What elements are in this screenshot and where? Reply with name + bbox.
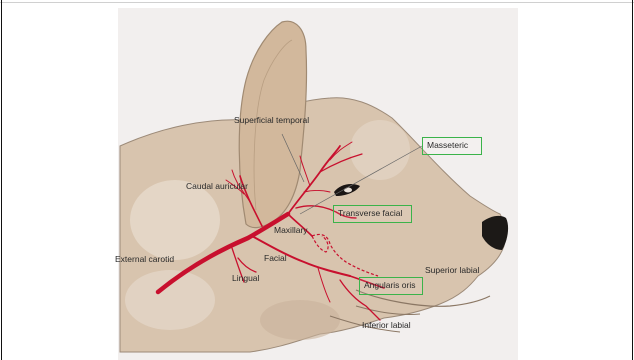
label-maxillary: Maxillary (274, 226, 308, 235)
highlight-patch (125, 270, 215, 330)
label-external-carotid: External carotid (115, 255, 174, 264)
shadow-patch (260, 300, 340, 340)
label-transverse-facial: Transverse facial (333, 205, 412, 223)
label-caudal-auricular: Caudal auricular (186, 182, 248, 191)
label-inferior-labial: Inferior labial (362, 321, 411, 330)
eye-highlight (344, 188, 352, 193)
highlight-patch (350, 120, 410, 180)
label-angularis-oris: Angularis oris (359, 277, 423, 295)
label-superior-labial: Superior labial (425, 266, 479, 275)
label-facial: Facial (264, 254, 287, 263)
highlight-patch (130, 180, 220, 260)
label-superficial-temporal: Superficial temporal (234, 116, 309, 125)
label-lingual: Lingual (232, 274, 259, 283)
label-masseteric: Masseteric (422, 137, 482, 155)
